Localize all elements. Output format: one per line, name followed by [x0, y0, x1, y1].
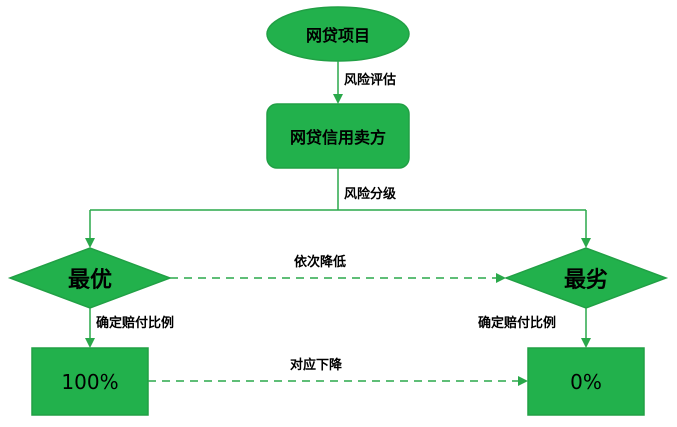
worst-node-shape — [503, 247, 669, 309]
best-node-label: 最优 — [67, 268, 112, 293]
risk-eval-label: 风险评估 — [344, 73, 397, 88]
pct-worst-node-shape — [527, 347, 645, 416]
ratio-left-label: 确定赔付比例 — [96, 316, 175, 331]
seller-node-label: 网贷信用卖方 — [289, 128, 386, 147]
start-node-label: 网贷项目 — [305, 26, 370, 45]
pct-worst-node-label: 0% — [570, 369, 602, 394]
worst-node-label: 最劣 — [563, 268, 608, 293]
decrease-label: 依次降低 — [294, 255, 347, 270]
ratio-right-label: 确定赔付比例 — [478, 316, 557, 331]
risk-grade-label: 风险分级 — [344, 187, 397, 202]
pct-best-node-shape — [31, 347, 149, 416]
pct-best-node-label: 100% — [61, 369, 119, 394]
corresponding-label: 对应下降 — [290, 358, 343, 373]
